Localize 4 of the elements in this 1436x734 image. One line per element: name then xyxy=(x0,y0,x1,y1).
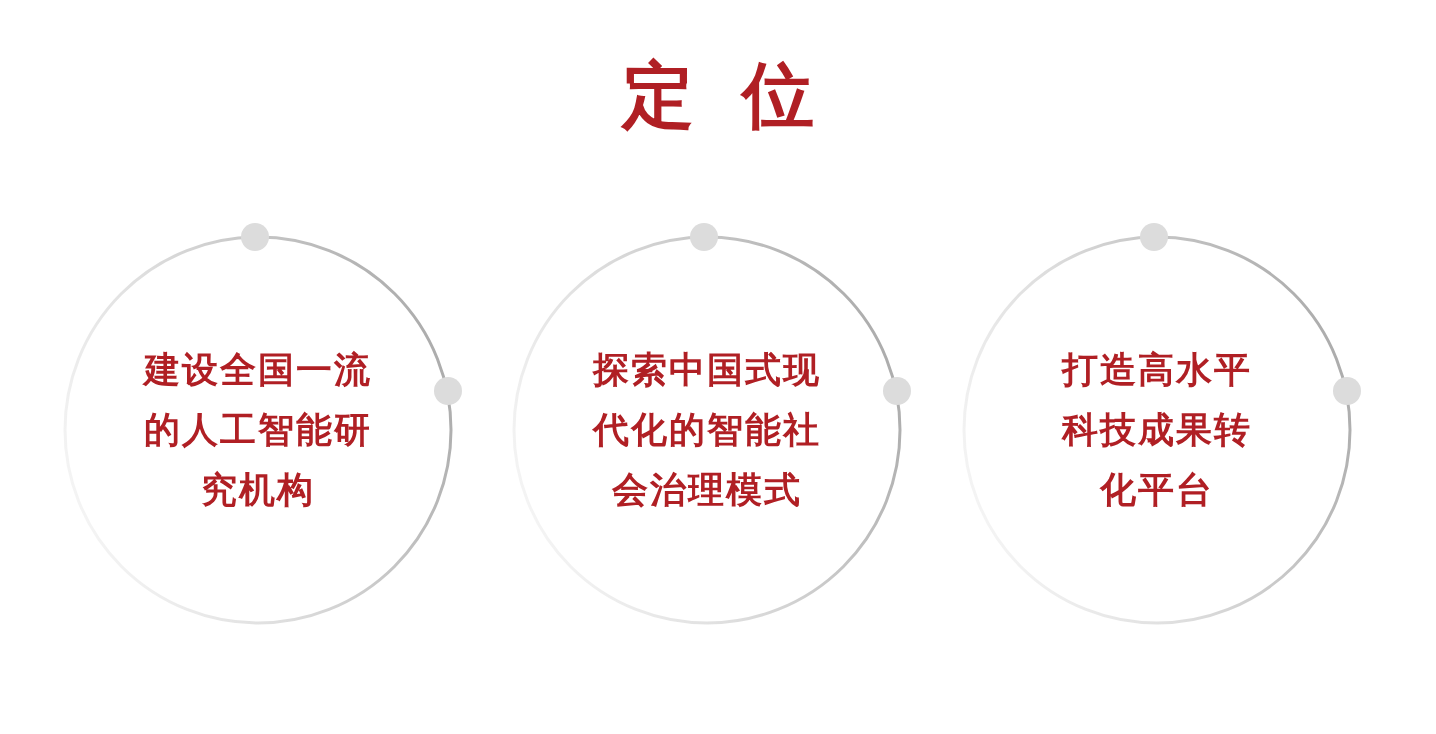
title: 定位 xyxy=(622,52,862,139)
node-text: 探索中国式现代化的智能社会治理模式 xyxy=(592,348,822,512)
node-text: 打造高水平科技成果转化平台 xyxy=(1060,348,1253,512)
node-text: 建设全国一流的人工智能研究机构 xyxy=(143,348,373,512)
